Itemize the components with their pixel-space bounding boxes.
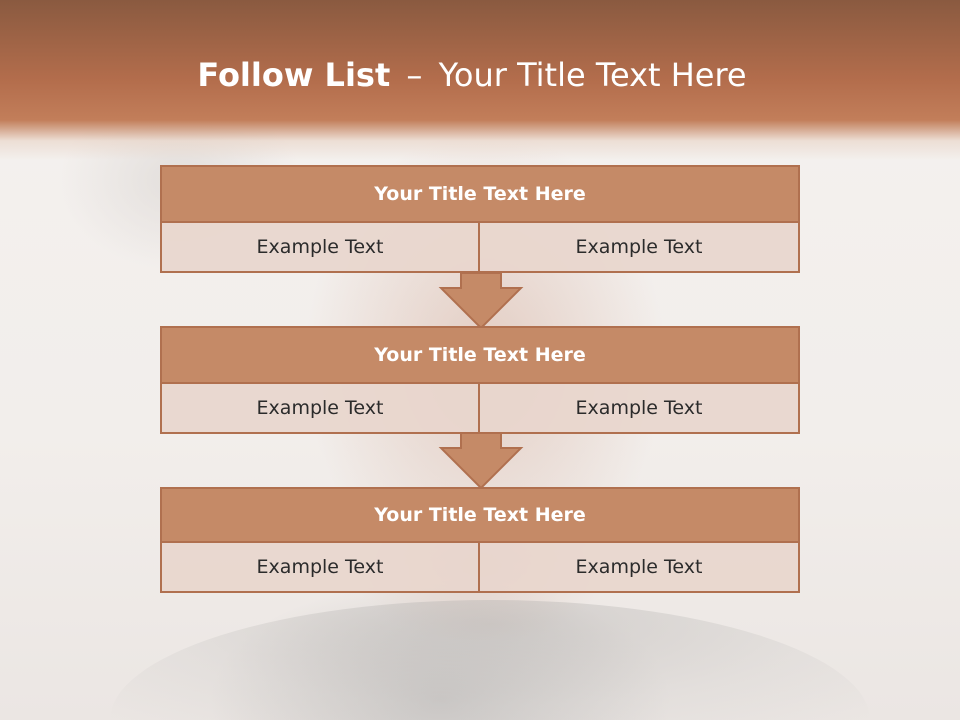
step-row-1: Example Text Example Text [160, 223, 800, 273]
step-1-right-text: Example Text [480, 223, 800, 273]
step-title-1: Your Title Text Here [160, 165, 800, 223]
step-2-right-text: Example Text [480, 384, 800, 434]
step-row-3: Example Text Example Text [160, 543, 800, 593]
step-block-1: Your Title Text Here Example Text Exampl… [160, 165, 800, 273]
slide-title-separator: – [406, 56, 423, 94]
down-arrow-icon [438, 432, 524, 490]
step-block-2: Your Title Text Here Example Text Exampl… [160, 326, 800, 434]
step-title-2: Your Title Text Here [160, 326, 800, 384]
step-3-right-text: Example Text [480, 543, 800, 593]
step-row-2: Example Text Example Text [160, 384, 800, 434]
photo-shirt-area [110, 600, 870, 720]
down-arrow-icon [438, 272, 524, 330]
step-title-3: Your Title Text Here [160, 487, 800, 543]
step-3-left-text: Example Text [160, 543, 480, 593]
slide-title: Follow List – Your Title Text Here [0, 56, 944, 94]
step-block-3: Your Title Text Here Example Text Exampl… [160, 487, 800, 593]
step-2-left-text: Example Text [160, 384, 480, 434]
slide-title-rest: Your Title Text Here [438, 56, 747, 94]
title-band [0, 0, 960, 160]
slide-title-bold: Follow List [197, 56, 391, 94]
step-1-left-text: Example Text [160, 223, 480, 273]
